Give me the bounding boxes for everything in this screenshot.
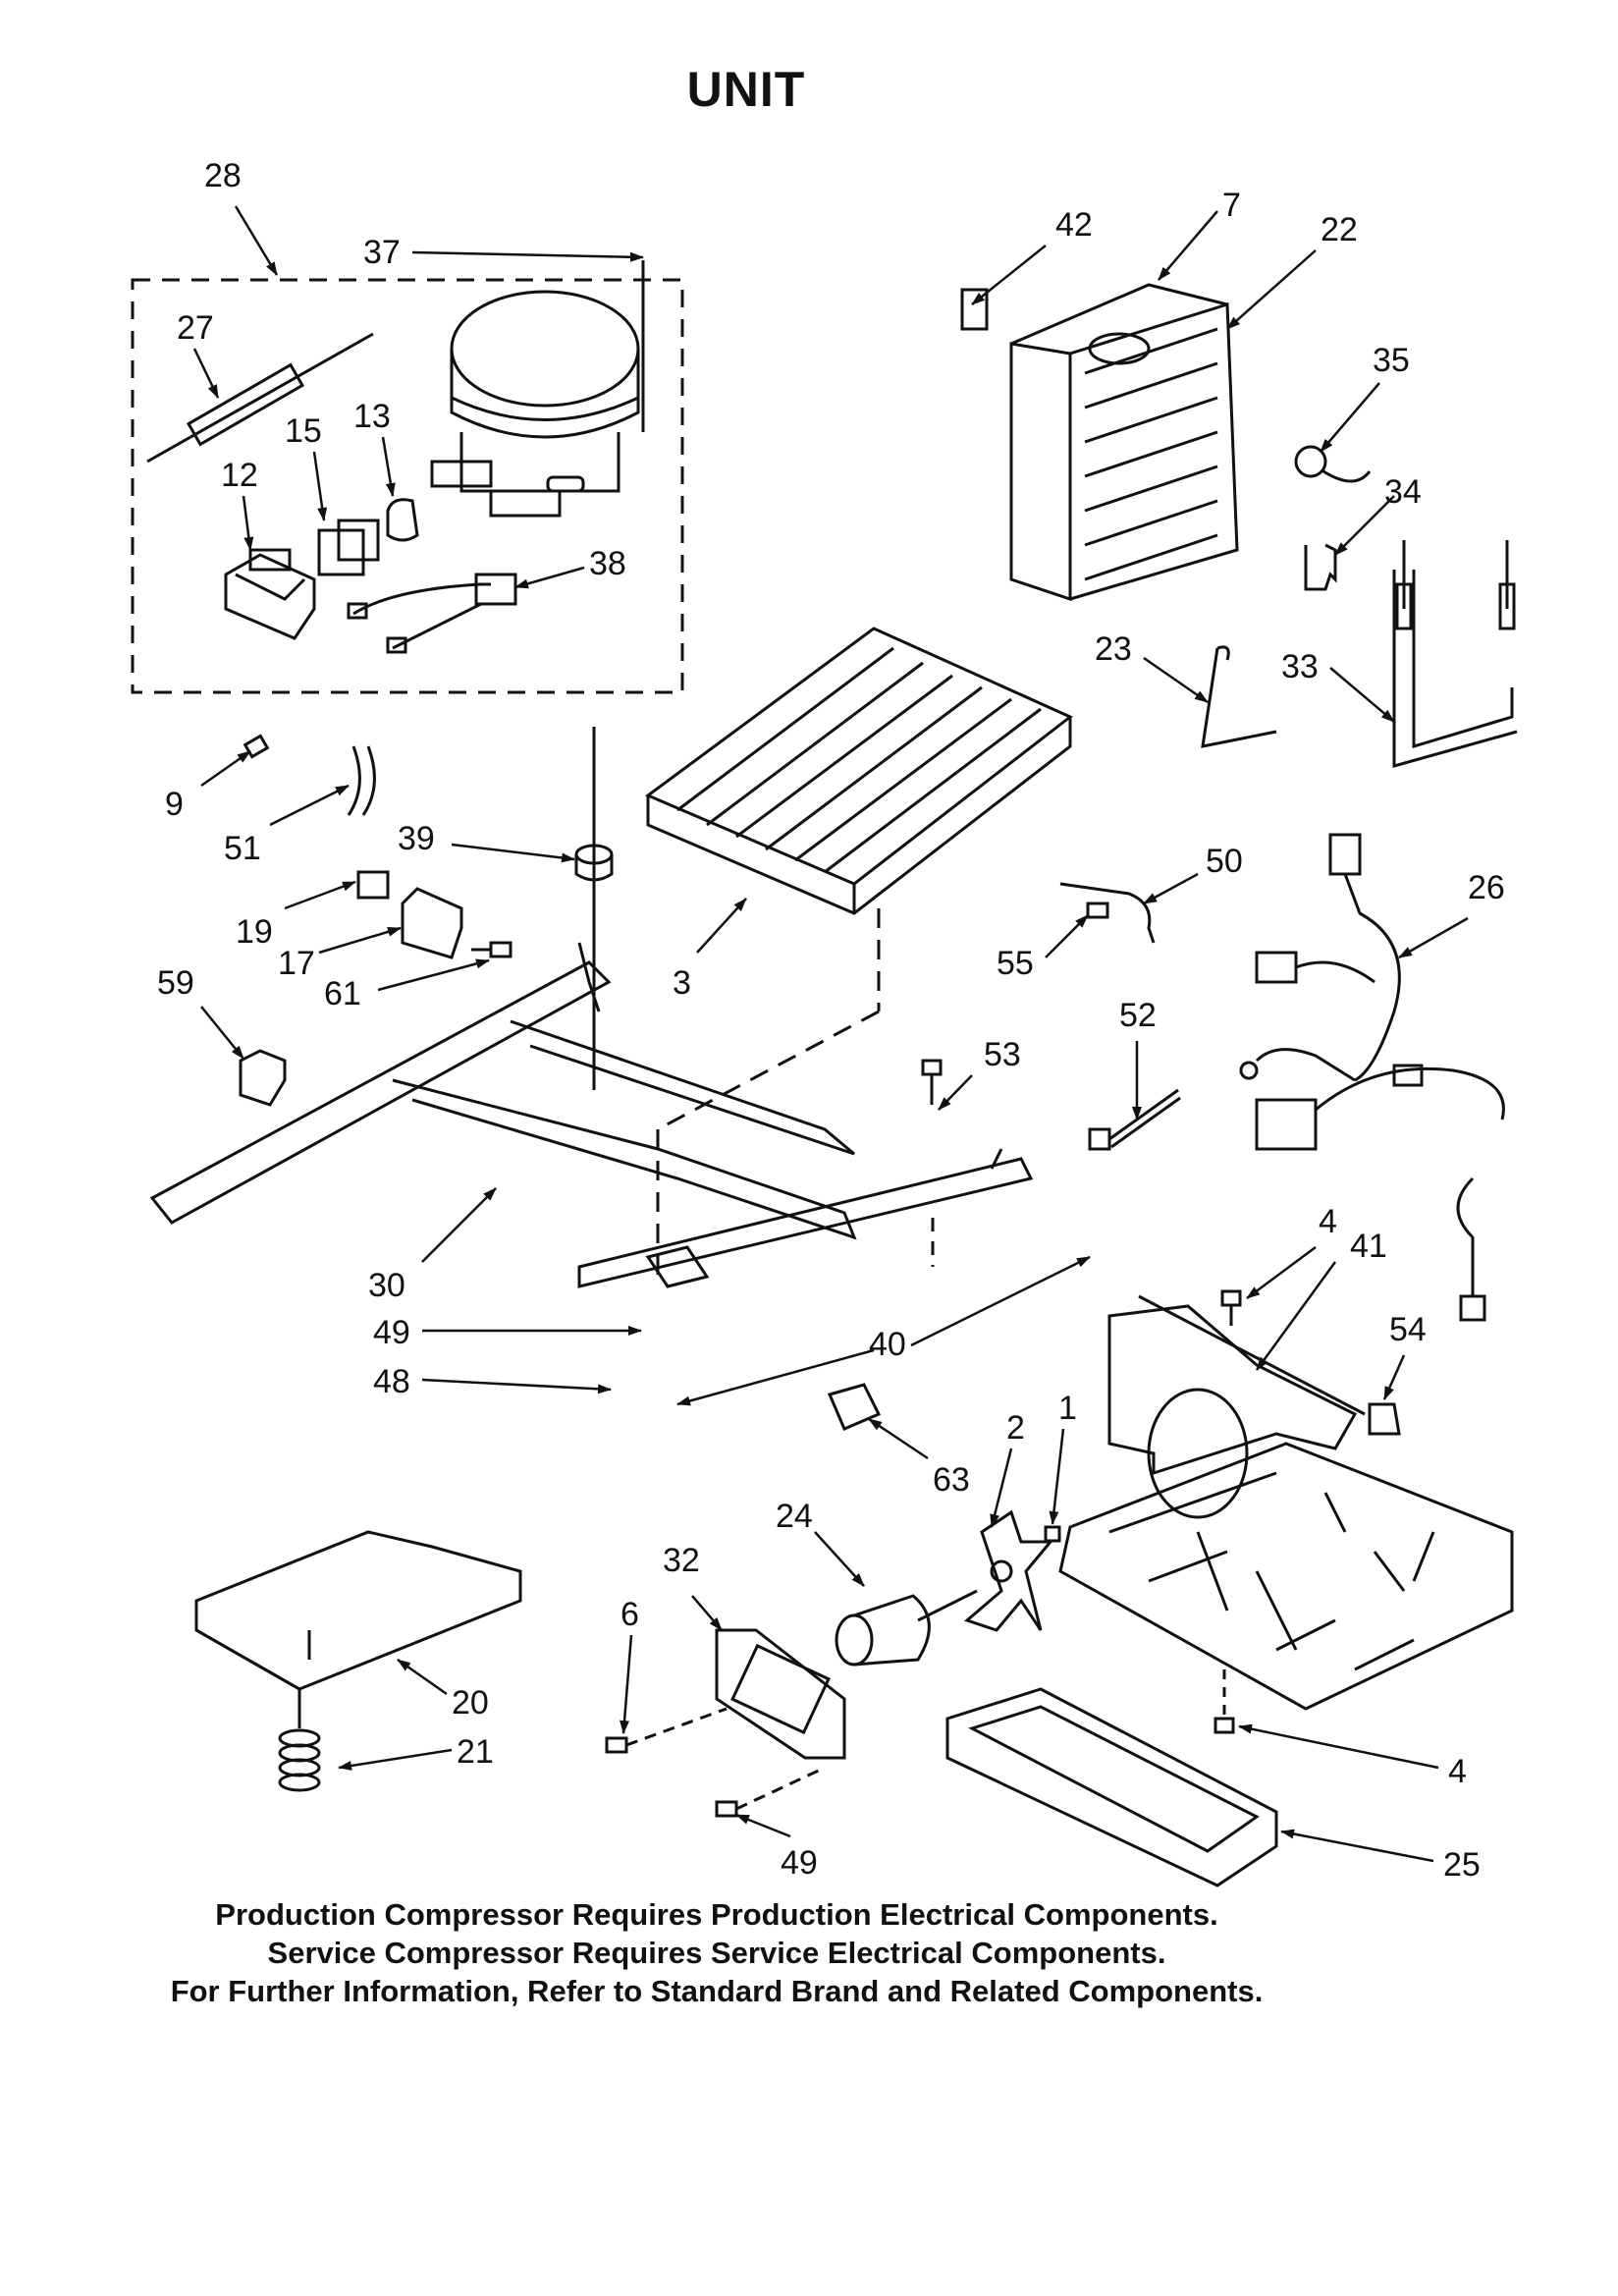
callout-3: 3	[673, 964, 691, 1002]
callout-34: 34	[1384, 473, 1422, 511]
callout-38: 38	[589, 545, 626, 582]
tubing	[347, 745, 376, 816]
callout-30: 30	[368, 1267, 405, 1304]
callout-40: 40	[869, 1326, 906, 1363]
callout-labels: 28 37 27 13 15 12 38 42 7 22 35 34 23 33…	[157, 157, 1505, 1884]
clip	[239, 1049, 287, 1107]
callout-35: 35	[1373, 342, 1410, 379]
callout-13: 13	[353, 398, 391, 435]
screw	[921, 1059, 943, 1105]
fan-motor	[835, 1589, 978, 1667]
wiring-harness	[1239, 833, 1505, 1322]
drier-tube	[146, 332, 374, 464]
base-frame	[149, 727, 1034, 1288]
screw	[715, 1766, 826, 1818]
thermostat-clip	[1304, 543, 1337, 591]
compressor-harness	[347, 573, 517, 654]
condenser-coil	[645, 627, 1073, 915]
callout-41: 41	[1350, 1228, 1387, 1265]
callout-48: 48	[373, 1363, 410, 1400]
footnote-line: For Further Information, Refer to Standa…	[170, 1974, 1264, 2008]
callout-1: 1	[1058, 1390, 1077, 1427]
compressor	[430, 260, 645, 518]
callout-19: 19	[236, 913, 273, 951]
footnote-line: Service Compressor Requires Service Elec…	[267, 1936, 1166, 1970]
callout-22: 22	[1321, 211, 1358, 248]
callout-20: 20	[452, 1684, 489, 1722]
callout-51: 51	[224, 830, 261, 867]
callout-15: 15	[285, 412, 322, 450]
callout-9: 9	[165, 786, 184, 823]
callout-7: 7	[1222, 187, 1241, 224]
callout-39: 39	[398, 820, 435, 857]
bracket	[1201, 645, 1277, 748]
terminal-cover	[386, 498, 419, 542]
fan-blade	[964, 1509, 1054, 1632]
callout-27: 27	[177, 309, 214, 347]
callout-33: 33	[1281, 648, 1319, 685]
callout-61: 61	[324, 975, 361, 1012]
callout-59: 59	[157, 964, 194, 1002]
motor-bracket	[715, 1628, 846, 1760]
drain-pan	[945, 1687, 1278, 1887]
fan-clip	[1044, 1525, 1061, 1543]
callout-24: 24	[776, 1498, 813, 1535]
callout-55: 55	[997, 945, 1034, 982]
spring	[278, 1728, 321, 1792]
screw	[605, 1707, 728, 1754]
callout-49b: 49	[781, 1844, 818, 1882]
screw	[1220, 1289, 1242, 1326]
callout-4b: 4	[1448, 1753, 1467, 1790]
bushing	[827, 1383, 882, 1431]
start-relay	[224, 548, 316, 640]
screw	[471, 941, 512, 958]
callout-26: 26	[1468, 869, 1505, 906]
callout-17: 17	[278, 945, 315, 982]
callout-32: 32	[663, 1542, 700, 1579]
callout-12: 12	[221, 457, 258, 494]
callout-37: 37	[363, 234, 401, 271]
defrost-heater	[1392, 540, 1518, 768]
compressor-assembly-box	[131, 278, 684, 694]
callout-6: 6	[620, 1596, 639, 1633]
page-title: UNIT	[686, 62, 806, 117]
overload-protector	[317, 519, 380, 576]
base-tray	[1058, 1442, 1514, 1711]
callout-49a: 49	[373, 1314, 410, 1351]
cable-tie	[1088, 1088, 1181, 1151]
callout-52: 52	[1119, 997, 1157, 1034]
connector	[356, 870, 390, 900]
callout-23: 23	[1095, 630, 1132, 668]
evaporator-coil	[960, 283, 1239, 602]
tube-bracket	[1059, 882, 1156, 944]
callout-21: 21	[457, 1733, 494, 1771]
wire-nut	[1368, 1402, 1401, 1436]
fan-bracket	[1107, 1294, 1366, 1519]
callout-63: 63	[933, 1461, 970, 1499]
callout-25: 25	[1443, 1846, 1481, 1884]
footnote-line: Production Compressor Requires Productio…	[215, 1897, 1218, 1932]
callout-42: 42	[1055, 206, 1093, 244]
footnotes: Production Compressor Requires Productio…	[0, 1895, 1433, 2010]
screw	[1086, 902, 1109, 919]
callout-54: 54	[1389, 1311, 1427, 1348]
callout-28: 28	[204, 157, 242, 194]
screw	[1214, 1669, 1235, 1734]
defrost-thermostat	[1294, 445, 1372, 483]
leader-lines	[192, 205, 1469, 1863]
callout-53: 53	[984, 1036, 1021, 1073]
callout-50: 50	[1206, 843, 1243, 880]
callout-2: 2	[1006, 1409, 1025, 1447]
callout-4a: 4	[1319, 1203, 1337, 1240]
relay	[401, 887, 463, 959]
base-pan	[194, 1530, 522, 1728]
